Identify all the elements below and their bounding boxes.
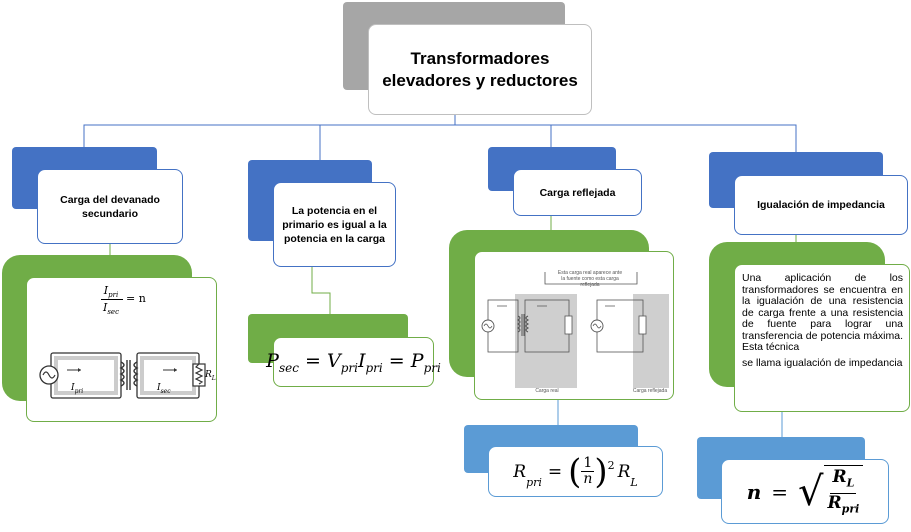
impedance-paragraph-1: Una aplicación de los transformadores se… bbox=[742, 272, 903, 353]
transformer-core-icon-small bbox=[516, 314, 530, 336]
branch1-figure-card: Ipri Isec = n Ipri I bbox=[26, 277, 217, 422]
impedance-paragraph: Una aplicación de los transformadores se… bbox=[735, 265, 909, 369]
branch1-label: Carga del devanado secundario bbox=[60, 193, 160, 220]
reflected-caption-right: Carga reflejada bbox=[632, 388, 668, 394]
branch2-label-card: La potencia en el primario es igual a la… bbox=[273, 182, 396, 267]
resistor-icon-left bbox=[564, 315, 573, 335]
branch4-label-card: Igualación de impedancia bbox=[734, 175, 908, 235]
ac-source-icon-right bbox=[590, 319, 604, 333]
branch1-label-card: Carga del devanado secundario bbox=[37, 169, 183, 244]
reflected-load-circuit bbox=[481, 272, 669, 388]
load-label: RL bbox=[205, 370, 216, 382]
branch4-label: Igualación de impedancia bbox=[757, 199, 885, 211]
transformer-circuit bbox=[39, 352, 206, 399]
resistor-icon-right bbox=[638, 315, 647, 335]
transformer-core-icon bbox=[119, 360, 139, 390]
reflected-load-figure-card: Esta carga real aparece ante la fuente c… bbox=[474, 251, 674, 400]
power-formula: Psec = VpriIpri = Ppri bbox=[266, 349, 441, 375]
ac-source-icon-left bbox=[481, 319, 495, 333]
load-resistor-icon bbox=[192, 363, 206, 387]
root-title-card: Transformadores elevadores y reductores bbox=[368, 24, 592, 115]
turns-ratio-formula-card: n = √ RL Rpri bbox=[721, 459, 889, 524]
impedance-paragraph-2: se llama igualación de impedancia bbox=[742, 356, 903, 369]
power-formula-card: Psec = VpriIpri = Ppri bbox=[266, 337, 441, 387]
reflected-caption-top: Esta carga real aparece ante la fuente c… bbox=[557, 270, 623, 288]
ac-source-icon bbox=[39, 365, 59, 385]
root-title: Transformadores elevadores y reductores bbox=[382, 48, 578, 90]
sec-current-label: Isec bbox=[157, 383, 171, 395]
branch2-label: La potencia en el primario es igual a la… bbox=[282, 204, 387, 245]
pri-current-label: Ipri bbox=[71, 383, 84, 395]
branch3-label: Carga reflejada bbox=[539, 186, 616, 199]
impedance-text-card: Una aplicación de los transformadores se… bbox=[734, 264, 910, 412]
branch3-label-card: Carga reflejada bbox=[513, 169, 642, 216]
reflected-caption-left: Carga real bbox=[535, 388, 559, 394]
turns-ratio-formula: n = √ RL Rpri bbox=[747, 465, 864, 518]
current-ratio-formula: Ipri Isec = n bbox=[101, 284, 146, 317]
